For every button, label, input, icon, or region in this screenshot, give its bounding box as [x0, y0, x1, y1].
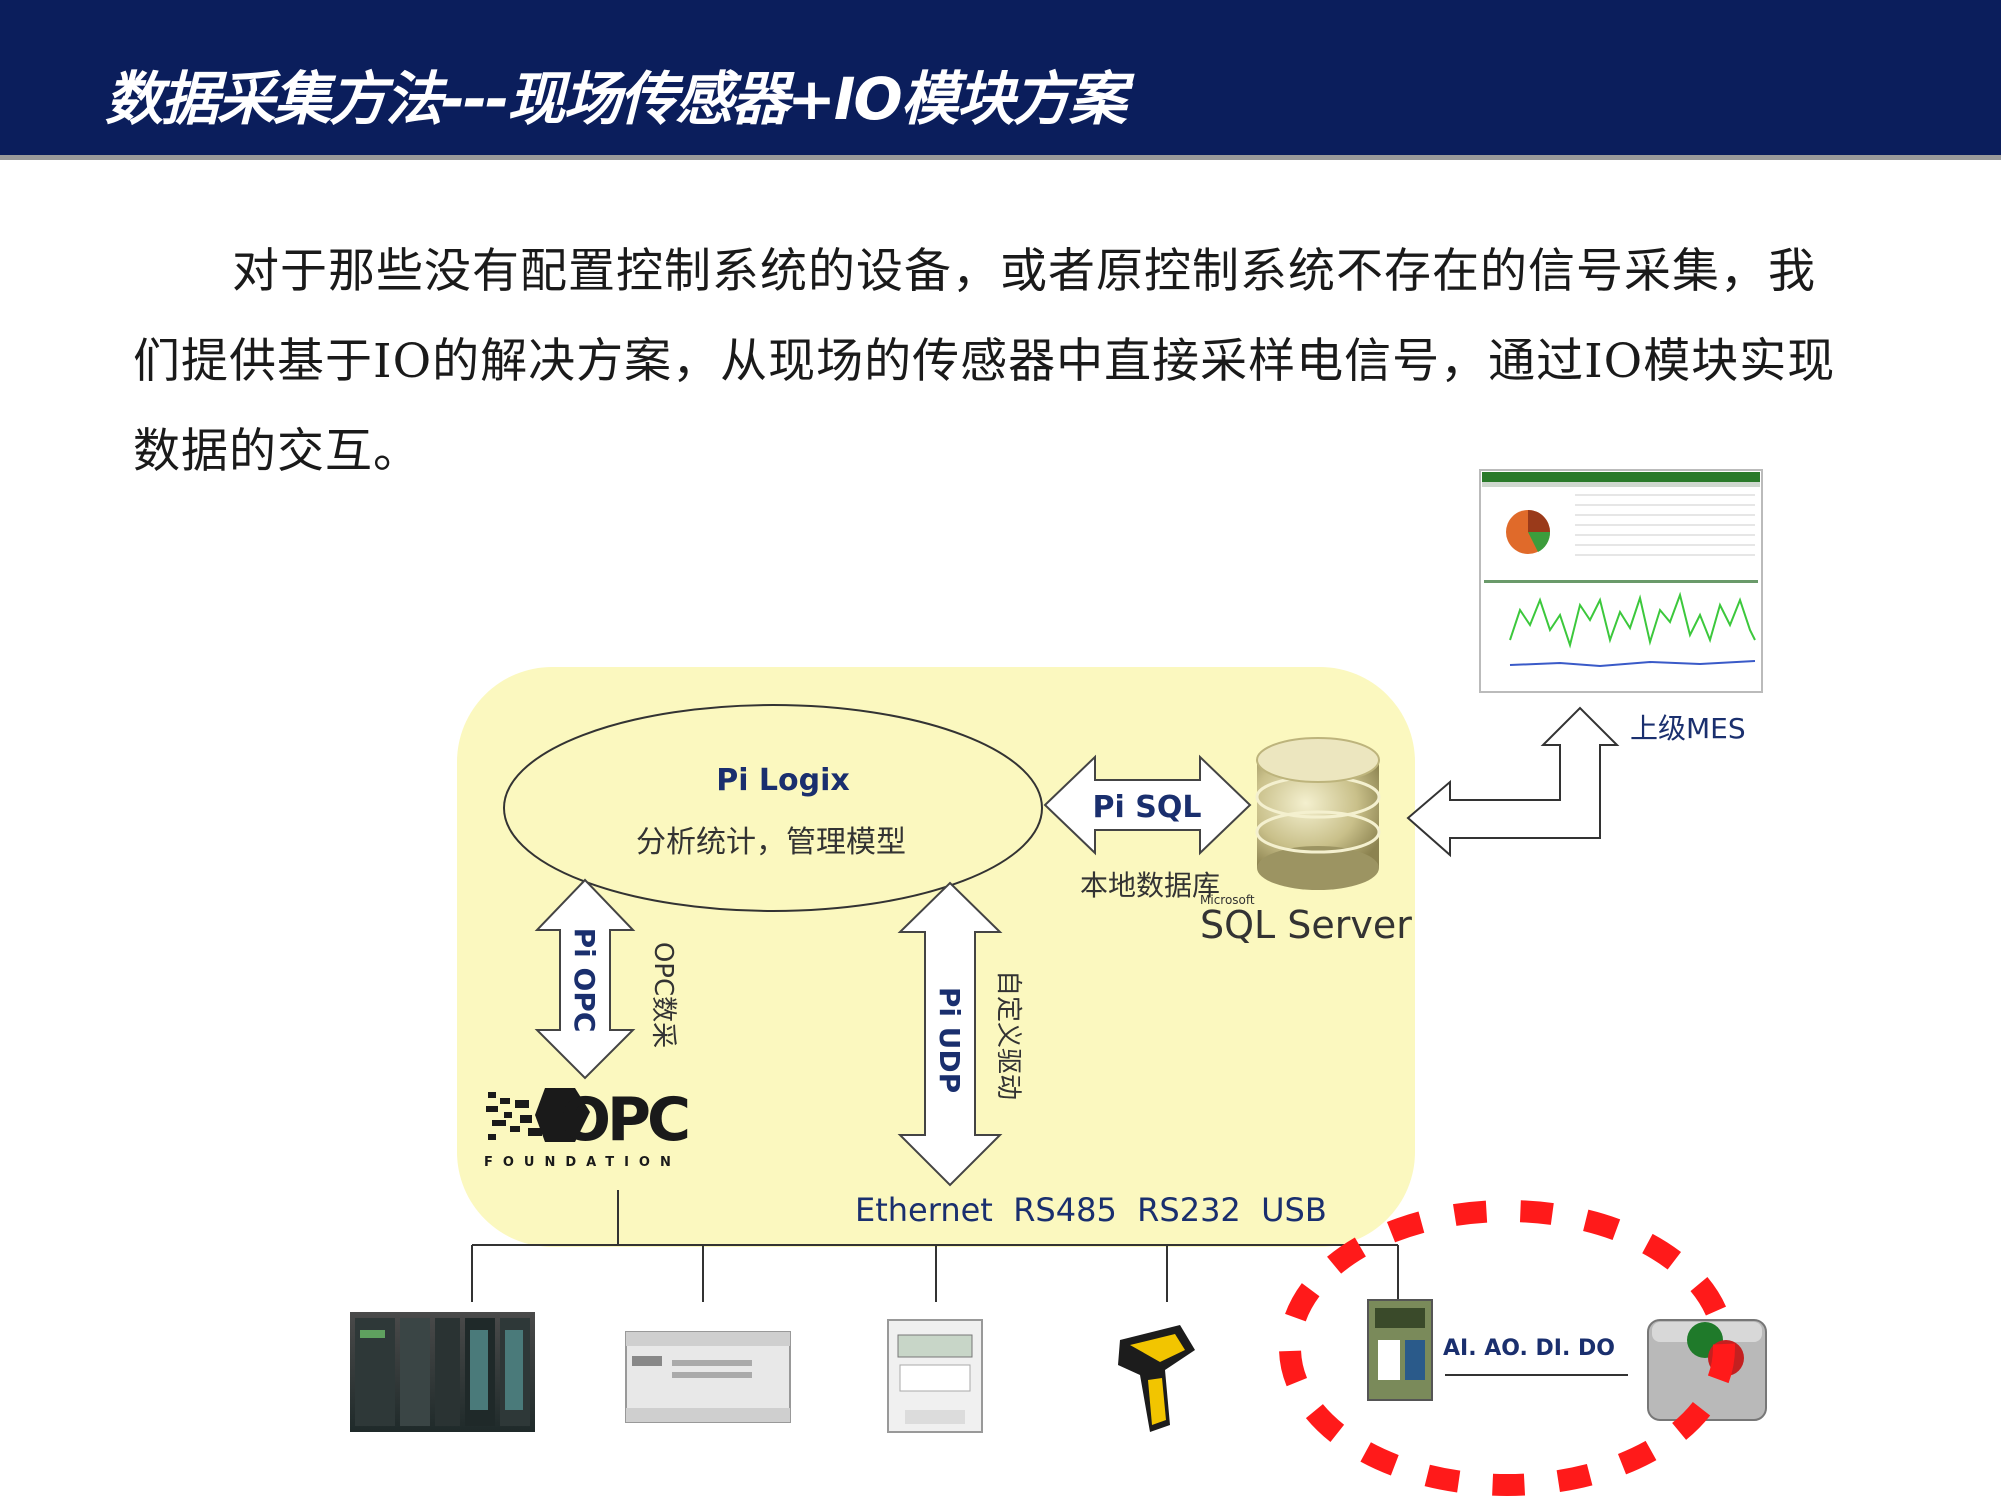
foundation-text: FOUNDATION [484, 1155, 681, 1170]
pi-logix-node: Pi Logix 分析统计，管理模型 [503, 704, 1043, 912]
title-bar: 数据采集方法---现场传感器+IO模块方案 [0, 0, 2001, 160]
opc-logo-text: OPC [560, 1085, 688, 1155]
intro-line-2: 们提供基于IO的解决方案，从现场的传感器中直接采样电信号，通过IO模块实现 [133, 334, 1836, 389]
pi-sql-label: Pi SQL [1093, 790, 1202, 825]
local-db-label: 本地数据库 [1080, 869, 1220, 902]
pi-opc-label: Pi OPC [568, 928, 601, 1033]
opc-collect-label: OPC数采 [648, 942, 678, 1048]
sql-server-label: SQL Server [1200, 903, 1412, 947]
database-icon [1255, 737, 1381, 890]
barcode-scanner-image [1118, 1325, 1195, 1432]
compact-plc-image [625, 1331, 791, 1423]
energy-meter-image [887, 1319, 983, 1433]
custom-driver-label: 自定义驱动 [993, 970, 1023, 1100]
pi-udp-arrow: Pi UDP [897, 881, 1003, 1187]
intro-line-1: 对于那些没有配置控制系统的设备，或者原控制系统不存在的信号采集，我 [232, 244, 1816, 299]
microsoft-label: Microsoft [1200, 893, 1255, 907]
io-signals-label: AI. AO. DI. DO [1443, 1336, 1615, 1361]
opc-foundation-logo: OPC FOUNDATION [484, 1085, 692, 1170]
pi-sql-arrow: Pi SQL [1043, 754, 1252, 856]
mes-connector-arrow [1406, 706, 1620, 858]
plc-controller-image [350, 1312, 535, 1432]
pushbutton-station-image [1647, 1319, 1767, 1421]
interfaces-label: Ethernet RS485 RS232 USB [855, 1191, 1327, 1229]
io-module-image [1367, 1299, 1433, 1401]
intro-line-3: 数据的交互。 [133, 424, 421, 479]
pi-udp-label: Pi UDP [933, 987, 966, 1093]
field-bus [471, 1190, 1399, 1302]
slide-title: 数据采集方法---现场传感器+IO模块方案 [105, 65, 1127, 133]
mes-label: 上级MES [1630, 712, 1746, 745]
highlight-ring [1279, 1200, 1735, 1496]
pi-logix-title: Pi Logix [716, 763, 850, 798]
pi-opc-arrow: Pi OPC [534, 878, 636, 1080]
pi-logix-subtitle: 分析统计，管理模型 [636, 825, 906, 860]
mes-dashboard-thumbnail [1479, 469, 1763, 693]
